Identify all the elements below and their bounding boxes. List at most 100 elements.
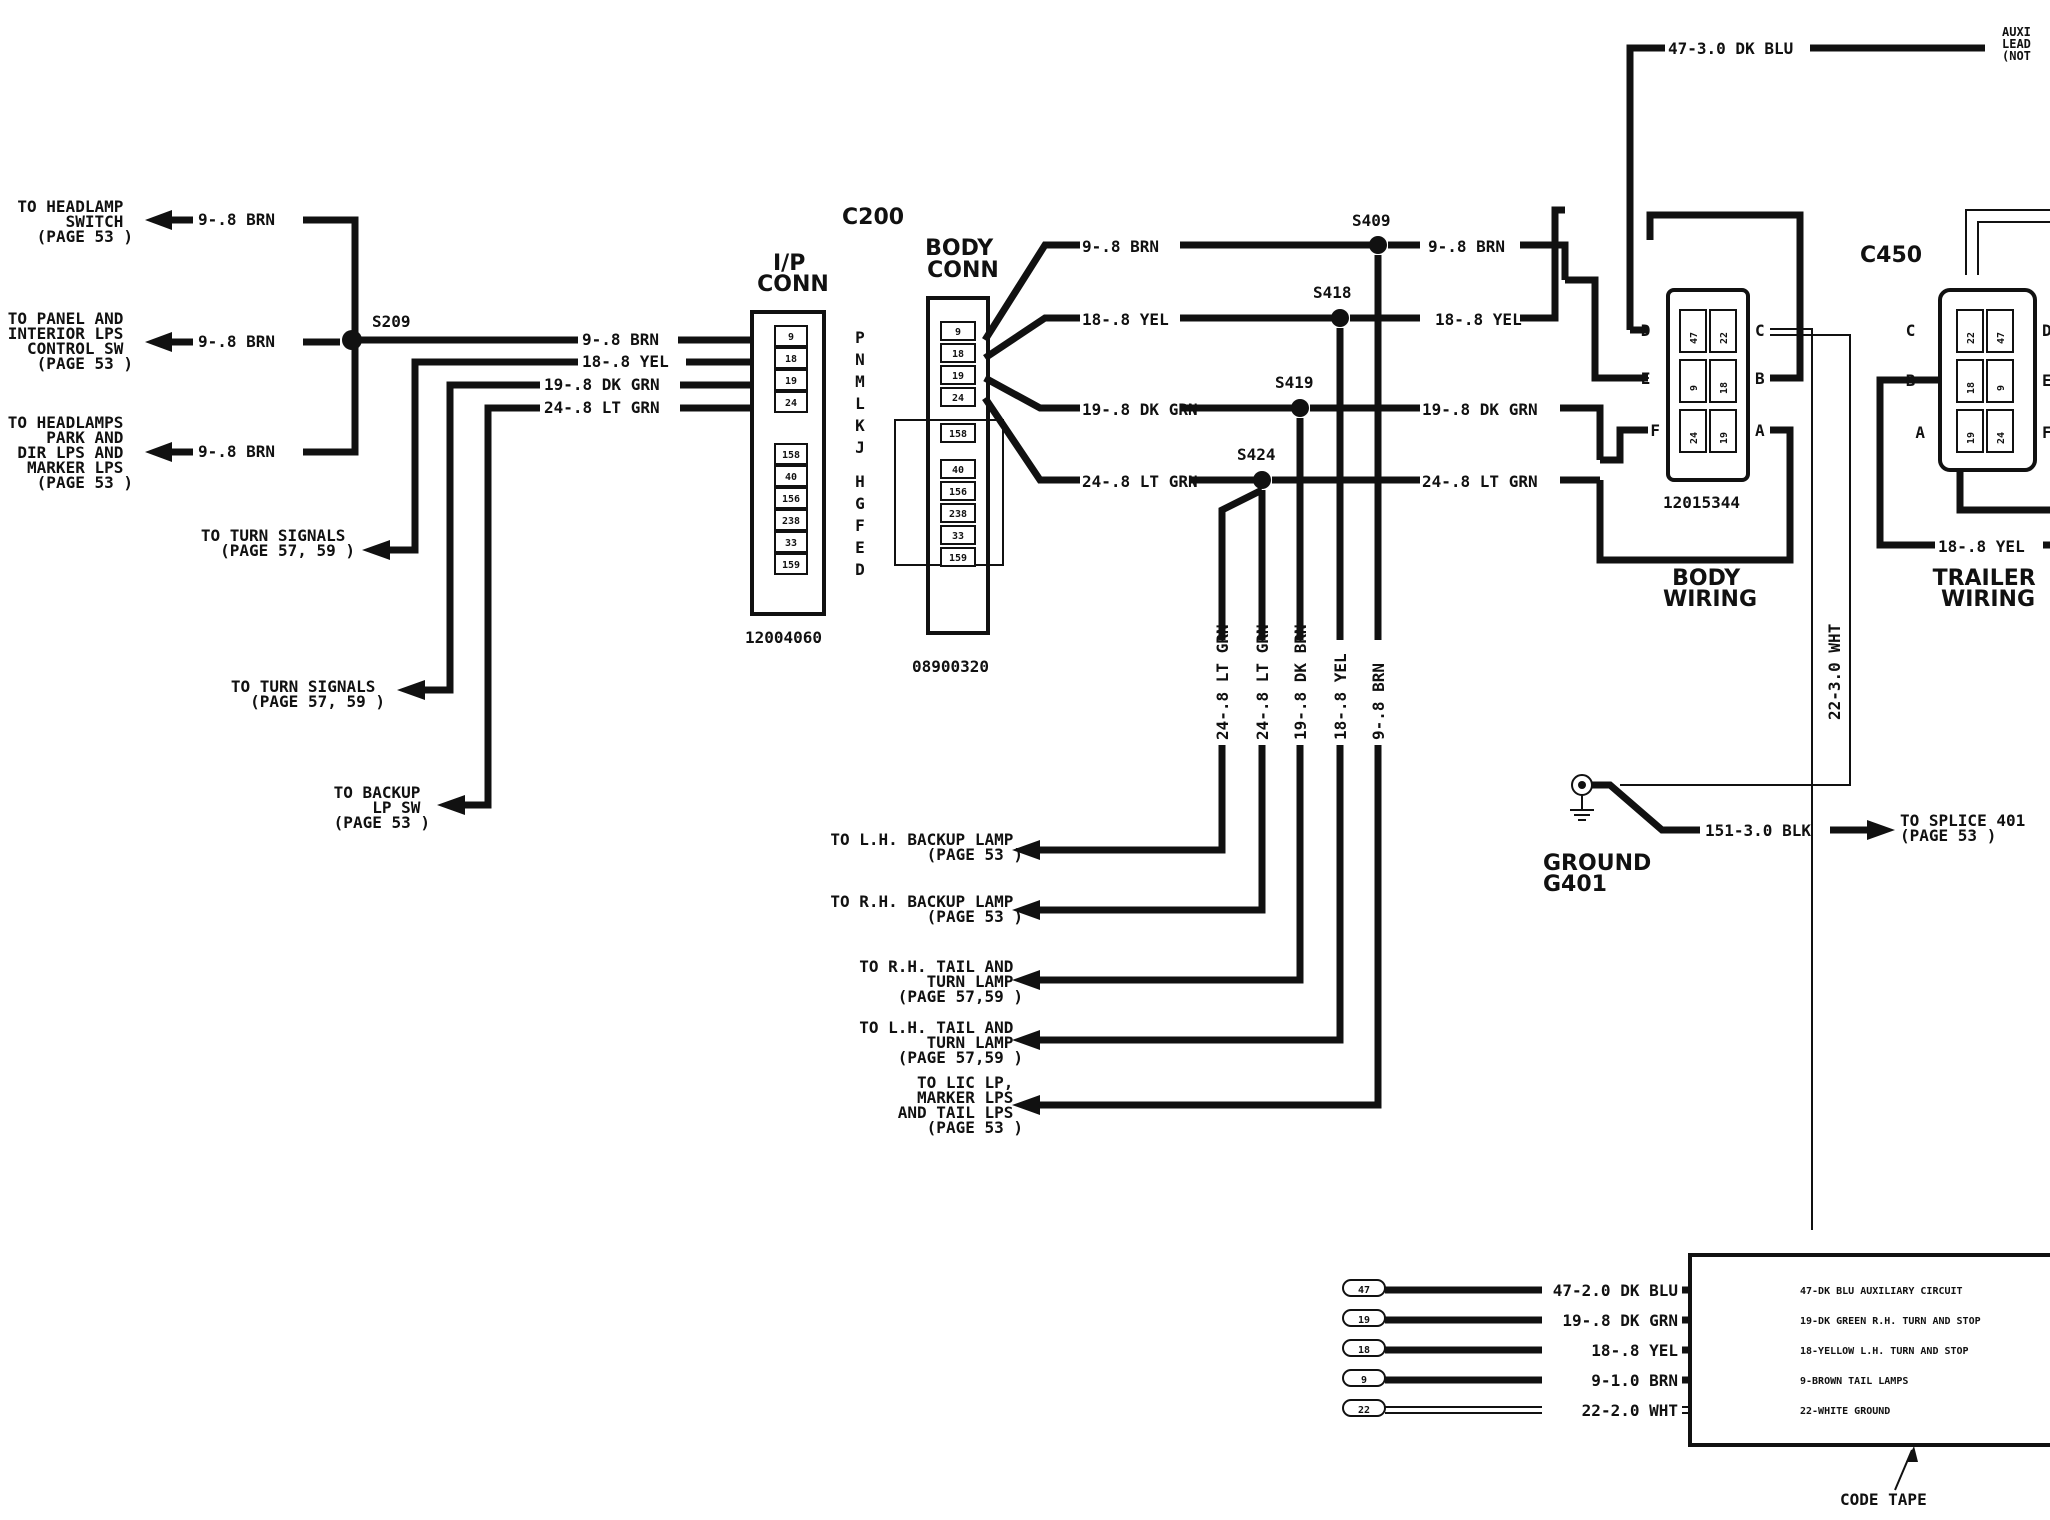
wire-wht-b [1620, 334, 1851, 786]
ip-pin-cell [774, 487, 808, 509]
dest-backup-sw: TO BACKUP LP SW (PAGE 53 ) [334, 783, 430, 832]
connector-cell [1709, 309, 1737, 353]
wire-vert-dkbrn-bot [1040, 745, 1304, 984]
ip-pin-cell [774, 531, 808, 553]
ip-pin-cell [774, 325, 808, 347]
ip-pin-number: 33 [785, 538, 797, 549]
mid-label-brn: 9-.8 BRN [1082, 237, 1159, 256]
wire-label-dkgrn: 19-.8 DK GRN [544, 375, 660, 394]
dest-turn-signals-1: TO TURN SIGNALS (PAGE 57, 59 ) [201, 526, 355, 560]
dest-lic-lp: TO LIC LP, MARKER LPS AND TAIL LPS (PAGE… [898, 1073, 1023, 1137]
wire-diag-brn [982, 241, 1080, 342]
connector-cell [1956, 409, 1984, 453]
mid-label-ltgrn: 24-.8 LT GRN [1082, 472, 1198, 491]
splice-s209 [342, 330, 362, 350]
body-pin-number: 156 [949, 487, 967, 498]
c200-pin-letter: E [855, 538, 865, 557]
wire-brn-s409-right-b [1520, 241, 1569, 280]
wire-vert-brn-bot [1040, 745, 1382, 1109]
c200-pin-letter: J [855, 438, 865, 457]
body-pin-cell [940, 423, 976, 443]
ip-pin-cell [774, 553, 808, 575]
ip-pin-number: 238 [782, 516, 800, 527]
wire-pin-a [1596, 426, 1794, 564]
body-pin-cell [940, 459, 976, 479]
arrow-turn-signals-2 [397, 680, 425, 700]
code-tape-caption: CODE TAPE [1840, 1490, 1927, 1509]
arrow-panel-lps [145, 332, 172, 352]
connector-cell [1679, 309, 1707, 353]
vertical-wire-label: 9-.8 BRN [1369, 663, 1388, 740]
splice-s418 [1331, 309, 1349, 327]
wire-vert-yel-bot [1040, 745, 1344, 1044]
wire-vert-ltgrn-2-bot [1040, 745, 1266, 914]
dest-headlamp-switch: TO HEADLAMP SWITCH (PAGE 53 ) [17, 197, 133, 246]
code-desc: 47-DK BLU AUXILIARY CIRCUIT [1800, 1286, 1963, 1297]
ip-conn-part: 12004060 [745, 628, 822, 647]
wire-pin-b [1646, 211, 1804, 382]
connector-cell-number: 24 [1689, 432, 1700, 444]
ip-pin-number: 9 [788, 332, 794, 343]
connector-cell [1956, 359, 1984, 403]
body-pin-number: 158 [949, 429, 967, 440]
body-pin-cell [940, 387, 976, 407]
code-tag-number: 9 [1361, 1375, 1367, 1386]
dest-rh-backup: TO R.H. BACKUP LAMP (PAGE 53 ) [830, 892, 1023, 926]
wire-pin-e [1565, 276, 1648, 382]
c200-label: C200 [842, 205, 904, 230]
c200-pin-letter: P [855, 328, 865, 347]
body-conn-title: BODY CONN [925, 236, 1001, 283]
arrow-lic-lp [1012, 1095, 1040, 1115]
connector-cell [1986, 409, 2014, 453]
code-desc: 9-BROWN TAIL LAMPS [1800, 1376, 1908, 1387]
connector-cell [1679, 359, 1707, 403]
dest-lh-tail: TO L.H. TAIL AND TURN LAMP (PAGE 57,59 ) [859, 1018, 1023, 1067]
splice-s419-label: S419 [1275, 373, 1314, 392]
code-wire-label: 22-2.0 WHT [1582, 1401, 1678, 1420]
wire-label-yel: 18-.8 YEL [582, 352, 669, 371]
wire-dkblu-top-a [1626, 44, 1665, 330]
connector-cell [1986, 309, 2014, 353]
c450-wire-top-b [1977, 221, 2050, 275]
c200-pin-letter: F [855, 516, 865, 535]
ground-title: GROUND G401 [1543, 851, 1659, 897]
body-pin-number: 18 [952, 349, 964, 360]
splice-s419 [1291, 399, 1309, 417]
body-pin-number: 40 [952, 465, 964, 476]
c200-pin-letter: H [855, 472, 865, 491]
wire-diag-dkgrn [983, 374, 1080, 412]
c200-pin-letter: L [855, 394, 865, 413]
body-pin-cell [940, 365, 976, 385]
ip-pin-number: 19 [785, 376, 797, 387]
connector-cell-number: 24 [1996, 432, 2007, 444]
code-tag-number: 19 [1358, 1315, 1370, 1326]
arrow-headlamps-park [145, 442, 172, 462]
dest-splice-401: TO SPLICE 401 (PAGE 53 ) [1900, 811, 2035, 845]
dest-headlamps-park: TO HEADLAMPS PARK AND DIR LPS AND MARKER… [8, 413, 133, 492]
arrow-lh-backup [1012, 840, 1040, 860]
vertical-wire-label: 19-.8 DK BRN [1291, 624, 1310, 740]
code-tag-number: 47 [1358, 1285, 1370, 1296]
ground-section: 151-3.0 BLK TO SPLICE 401 (PAGE 53 ) GRO… [1543, 774, 2035, 897]
code-wire-label: 18-.8 YEL [1591, 1341, 1678, 1360]
code-tape-box [1688, 1253, 2050, 1447]
body-pin-cell [940, 525, 976, 545]
ip-conn-title: I/P CONN [757, 251, 829, 297]
body-wiring-connector: 47-3.0 DK BLU AUXI LEAD (NOT D E F C B A… [1565, 25, 2031, 1230]
middle-section: 9-.8 BRN 18-.8 YEL 19-.8 DK GRN 24-.8 LT… [830, 206, 1604, 1137]
wire-blk [1592, 781, 1700, 834]
connector-cell [1709, 359, 1737, 403]
dest-rh-tail: TO R.H. TAIL AND TURN LAMP (PAGE 57,59 ) [859, 957, 1023, 1006]
c450-pins-right: D E F [2042, 321, 2050, 442]
wire-dkgrn-s419-right-b [1560, 404, 1604, 460]
body-pin-number: 159 [949, 553, 967, 564]
ip-pin-number: 158 [782, 450, 800, 461]
splice-s209-label: S209 [372, 312, 411, 331]
wire-brn-headlamp-switch [172, 216, 359, 340]
body-pin-cell [940, 343, 976, 363]
arrow-lh-tail [1012, 1030, 1040, 1050]
